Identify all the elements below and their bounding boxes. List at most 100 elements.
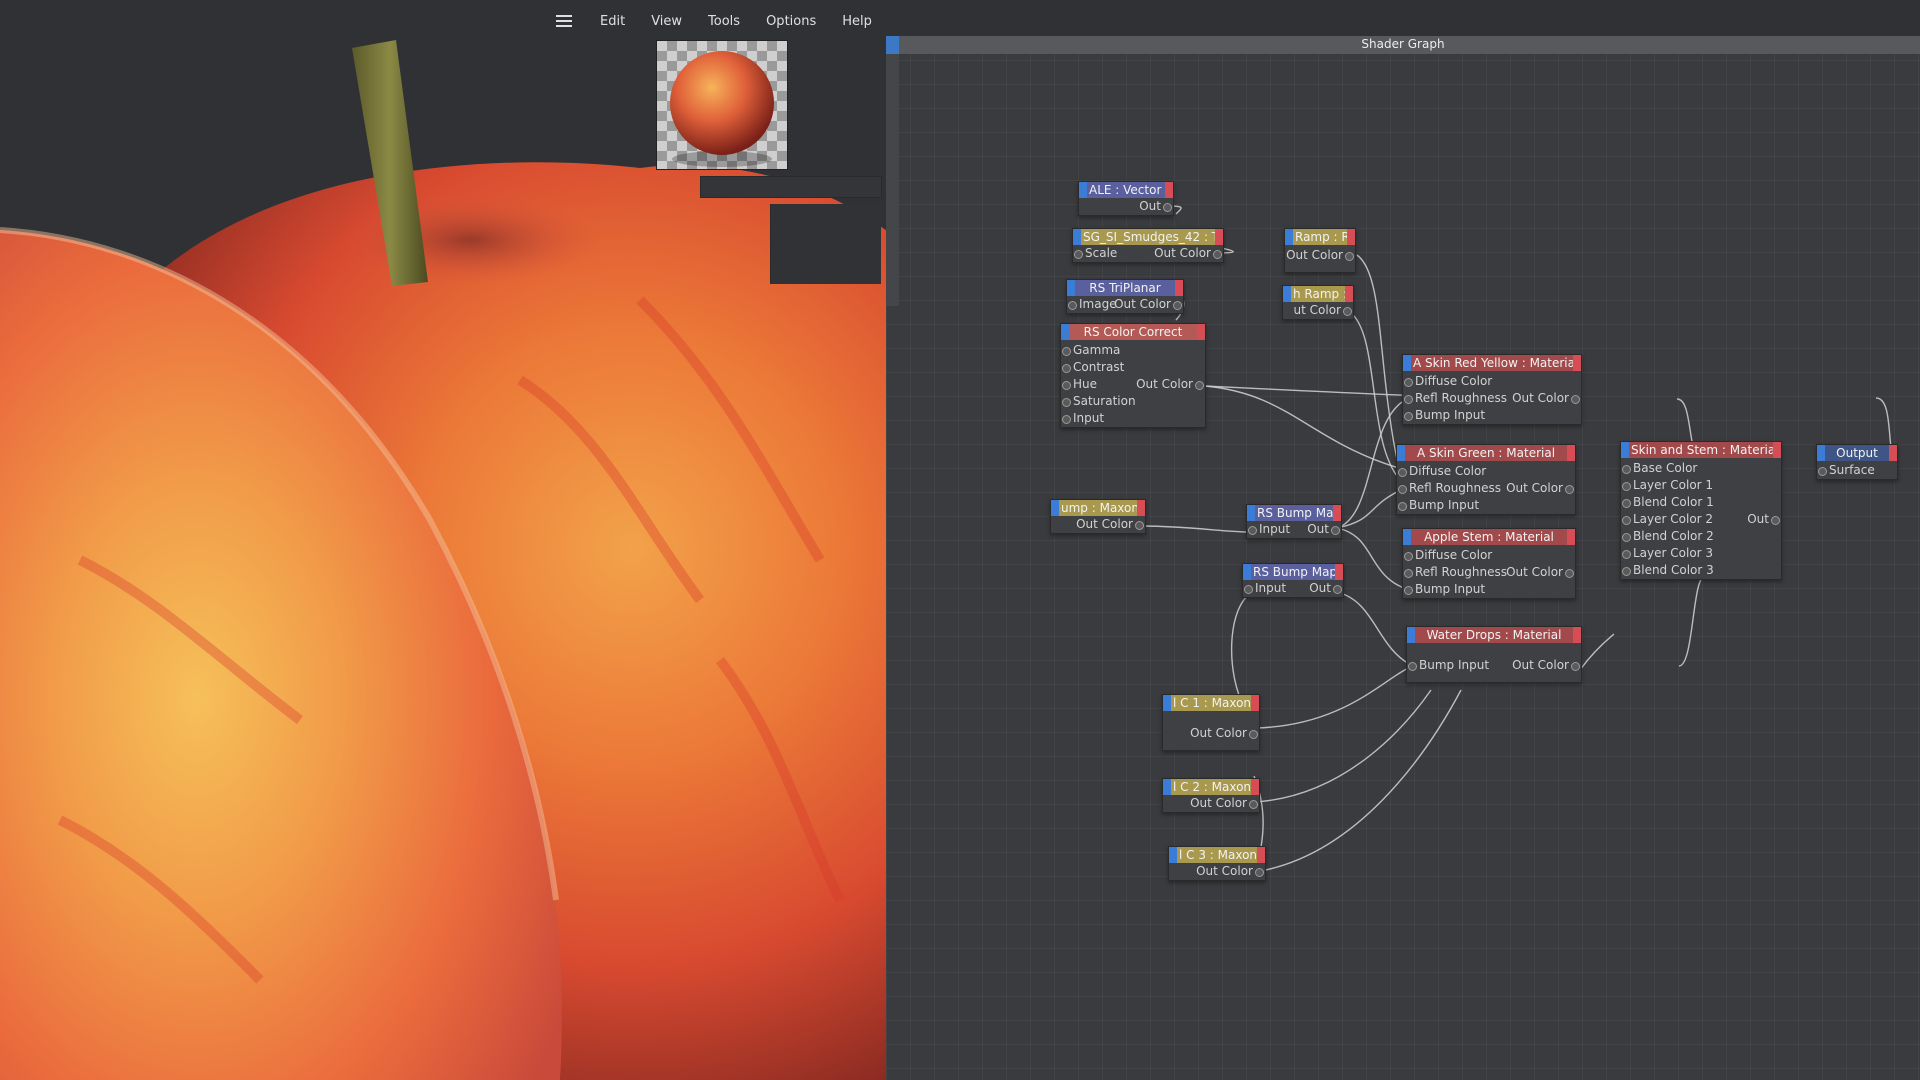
- input-port[interactable]: [1622, 499, 1631, 508]
- port-label: Out Color: [1506, 481, 1563, 495]
- graph-title-bar[interactable]: Shader Graph: [886, 36, 1920, 54]
- node-title: h Ramp : F: [1293, 287, 1353, 301]
- port-label: Diffuse Color: [1415, 548, 1493, 562]
- input-port[interactable]: [1074, 250, 1083, 259]
- input-port[interactable]: [1068, 301, 1077, 310]
- wire: [1254, 689, 1432, 803]
- node-skin-and-stem-blend[interactable]: Skin and Stem : Material Bl Base Color L…: [1620, 441, 1782, 580]
- port-label: Diffuse Color: [1409, 464, 1487, 478]
- port-label: Scale: [1085, 246, 1118, 260]
- menu-view[interactable]: View: [651, 13, 683, 29]
- port-label: Base Color: [1633, 461, 1698, 475]
- node-ramp-b[interactable]: h Ramp : F ut Color: [1282, 285, 1354, 320]
- output-port[interactable]: [1345, 252, 1354, 261]
- output-port[interactable]: [1213, 250, 1222, 259]
- node-maxon-c2[interactable]: l C 2 : Maxon N Out Color: [1162, 778, 1260, 813]
- input-port[interactable]: [1062, 415, 1071, 424]
- hamburger-icon[interactable]: [556, 15, 572, 27]
- output-port[interactable]: [1249, 730, 1258, 739]
- menu-options[interactable]: Options: [766, 13, 817, 29]
- output-port[interactable]: [1135, 521, 1144, 530]
- wire: [1336, 488, 1404, 529]
- output-port[interactable]: [1771, 516, 1780, 525]
- port-label: Out Color: [1286, 248, 1343, 262]
- output-port[interactable]: [1343, 307, 1352, 316]
- node-maxon-c1[interactable]: l C 1 : Maxon N Out Color: [1162, 694, 1260, 751]
- input-port[interactable]: [1398, 502, 1407, 511]
- node-maxon-c3[interactable]: l C 3 : Maxon N Out Color: [1168, 846, 1266, 881]
- input-port[interactable]: [1404, 569, 1413, 578]
- input-port[interactable]: [1062, 398, 1071, 407]
- input-port[interactable]: [1398, 468, 1407, 477]
- output-port[interactable]: [1565, 569, 1574, 578]
- input-port[interactable]: [1398, 485, 1407, 494]
- node-skin-red-yellow[interactable]: A Skin Red Yellow : Material Diffuse Col…: [1402, 354, 1582, 425]
- output-port[interactable]: [1249, 800, 1258, 809]
- node-output[interactable]: Output Surface: [1816, 444, 1898, 480]
- output-port[interactable]: [1173, 301, 1182, 310]
- menu-bar: Edit View Tools Options Help: [556, 10, 878, 32]
- input-port[interactable]: [1622, 567, 1631, 576]
- input-port[interactable]: [1622, 533, 1631, 542]
- port-label: Out: [1309, 581, 1331, 595]
- input-port[interactable]: [1244, 585, 1253, 594]
- node-title: ALE : Vector Ma: [1089, 183, 1173, 197]
- input-port[interactable]: [1408, 662, 1417, 671]
- shader-graph-panel[interactable]: Shader Graph: [886, 36, 1920, 1080]
- input-port[interactable]: [1062, 381, 1071, 390]
- output-port[interactable]: [1571, 395, 1580, 404]
- input-port[interactable]: [1404, 552, 1413, 561]
- node-skin-green[interactable]: A Skin Green : Material Diffuse Color Re…: [1396, 444, 1576, 515]
- input-port[interactable]: [1622, 465, 1631, 474]
- port-label: ut Color: [1293, 303, 1341, 317]
- output-port[interactable]: [1571, 662, 1580, 671]
- input-port[interactable]: [1622, 482, 1631, 491]
- menu-edit[interactable]: Edit: [600, 13, 626, 29]
- input-port[interactable]: [1622, 550, 1631, 559]
- output-port[interactable]: [1195, 381, 1204, 390]
- node-title: Water Drops : Material: [1426, 628, 1562, 642]
- input-port[interactable]: [1062, 364, 1071, 373]
- output-port[interactable]: [1331, 526, 1340, 535]
- port-label: Layer Color 3: [1633, 546, 1714, 560]
- input-port[interactable]: [1404, 412, 1413, 421]
- wire: [1336, 397, 1410, 529]
- node-title: RS TriPlanar: [1089, 281, 1161, 295]
- input-port[interactable]: [1404, 378, 1413, 387]
- input-port[interactable]: [1062, 347, 1071, 356]
- port-label: Input: [1255, 581, 1287, 595]
- port-label: Out Color: [1512, 391, 1569, 405]
- node-apple-stem[interactable]: Apple Stem : Material Diffuse Color Refl…: [1402, 528, 1576, 599]
- node-ramp-a[interactable]: Ramp : R Out Color: [1284, 228, 1356, 273]
- output-port[interactable]: [1565, 485, 1574, 494]
- node-bump-maxon[interactable]: ump : Maxon I Out Color: [1050, 499, 1146, 534]
- port-label: Out: [1139, 199, 1161, 213]
- menu-help[interactable]: Help: [842, 13, 872, 29]
- port-label: Out Color: [1190, 796, 1247, 810]
- node-vector-map[interactable]: ALE : Vector Ma Out: [1078, 181, 1174, 216]
- input-port[interactable]: [1818, 467, 1827, 476]
- node-title: l C 1 : Maxon N: [1173, 696, 1259, 710]
- input-port[interactable]: [1404, 395, 1413, 404]
- menu-tools[interactable]: Tools: [708, 13, 741, 29]
- input-port[interactable]: [1622, 516, 1631, 525]
- input-port[interactable]: [1248, 526, 1257, 535]
- material-preview-thumbnail[interactable]: [656, 40, 788, 170]
- input-port[interactable]: [1404, 586, 1413, 595]
- preview-side-panel: [770, 204, 881, 284]
- output-port[interactable]: [1333, 585, 1342, 594]
- node-title: A Skin Red Yellow : Material: [1413, 356, 1579, 370]
- node-title: Skin and Stem : Material Bl: [1631, 443, 1781, 457]
- port-label: Bump Input: [1419, 658, 1490, 672]
- output-port[interactable]: [1163, 203, 1172, 212]
- port-label: Input: [1259, 522, 1291, 536]
- output-port[interactable]: [1255, 868, 1264, 877]
- wire: [1579, 633, 1615, 671]
